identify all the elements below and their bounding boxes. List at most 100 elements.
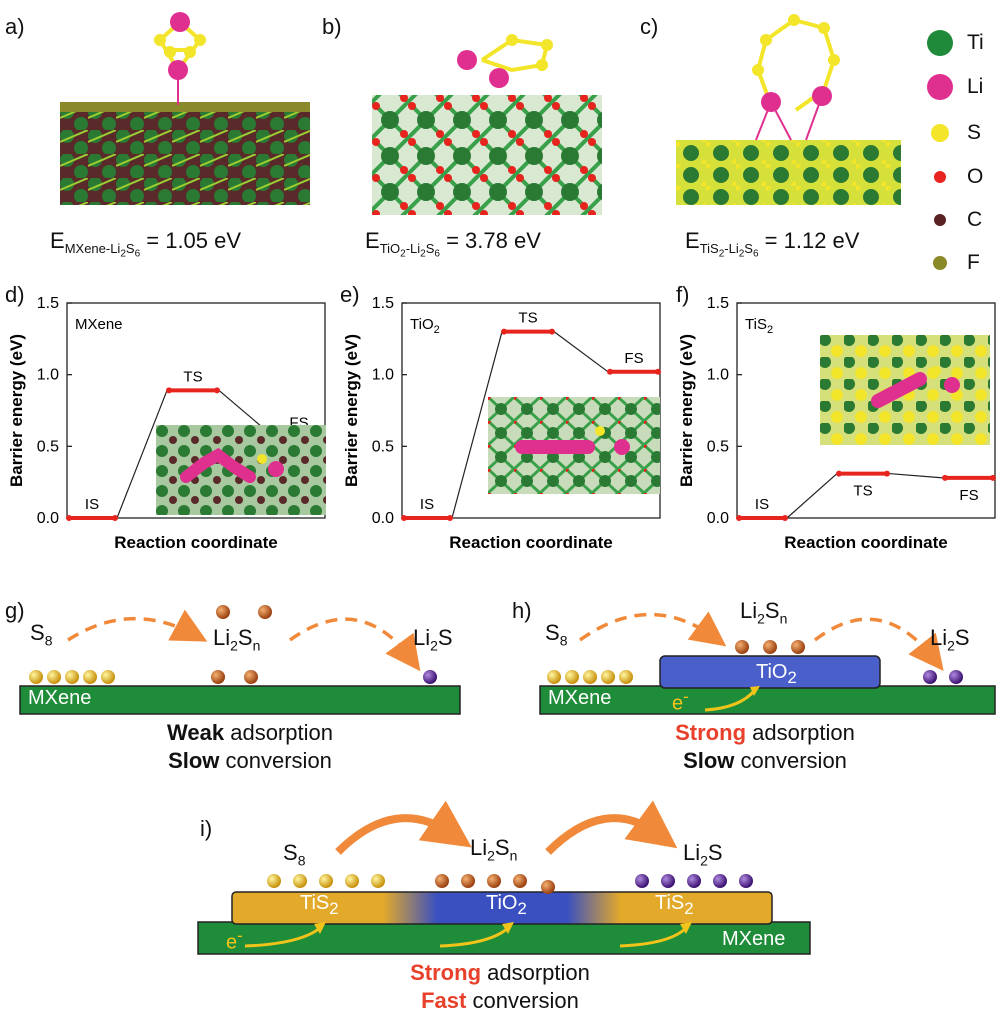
plot-frame bbox=[736, 302, 996, 519]
li2sn-label-g: Li2Sn bbox=[213, 625, 261, 654]
state-endpoint bbox=[447, 515, 453, 521]
state-endpoint bbox=[836, 470, 842, 477]
energy-label-tis2: ETiS2-Li2S6 = 1.12 eV bbox=[685, 228, 860, 260]
y-tick-label: 1.0 bbox=[37, 367, 59, 384]
legend-item-f: F bbox=[925, 248, 980, 278]
panel-label-h: h) bbox=[512, 598, 532, 623]
state-endpoint bbox=[782, 515, 788, 521]
connector-line bbox=[451, 331, 503, 519]
caption-i-line2: Fast conversion bbox=[421, 988, 579, 1013]
y-axis-label: Barrier energy (eV) bbox=[7, 334, 26, 487]
li2sn-label-h: Li2Sn bbox=[740, 598, 788, 627]
tis2-left-label-i: TiS2 bbox=[300, 892, 339, 918]
li2s-label-i: Li2S bbox=[683, 840, 723, 869]
panel-label-b: b) bbox=[322, 14, 342, 39]
state-endpoint bbox=[66, 515, 72, 521]
y-tick-label: 0.5 bbox=[37, 438, 59, 455]
panel-label-d: d) bbox=[5, 282, 25, 307]
legend-item-li: Li bbox=[925, 72, 983, 102]
panel-label-f: f) bbox=[676, 282, 690, 307]
mxene-diffusion-inset bbox=[156, 425, 326, 515]
tio2-layer-label-i: TiO2 bbox=[486, 892, 527, 918]
legend-label: O bbox=[967, 165, 984, 188]
state-label-fs: FS bbox=[624, 350, 643, 367]
li-atom-icon bbox=[927, 74, 953, 100]
mxene-substrate-label-h: MXene bbox=[548, 687, 612, 709]
electron-label-h: e- bbox=[672, 687, 689, 715]
panel-label-a: a) bbox=[5, 14, 25, 39]
y-axis-label: Barrier energy (eV) bbox=[342, 334, 361, 487]
state-endpoint bbox=[549, 328, 555, 335]
y-tick-label: 1.0 bbox=[707, 367, 729, 384]
tis2-diffusion-inset bbox=[820, 335, 990, 445]
energy-label-tio2: ETiO2-Li2S6 = 3.78 eV bbox=[365, 228, 541, 260]
y-tick-label: 1.5 bbox=[707, 295, 729, 312]
state-label-ts: TS bbox=[518, 310, 537, 327]
y-tick-label: 0.5 bbox=[372, 438, 394, 455]
li2sn-label-i: Li2Sn bbox=[470, 835, 518, 864]
legend-item-o: O bbox=[925, 162, 983, 192]
state-endpoint bbox=[401, 515, 407, 521]
tis2-right-label-i: TiS2 bbox=[655, 892, 694, 918]
panel-label-i: i) bbox=[200, 816, 213, 841]
connector-line bbox=[116, 390, 168, 519]
s8-label-g: S8 bbox=[30, 620, 53, 649]
state-endpoint bbox=[214, 387, 220, 394]
legend-item-s: S bbox=[925, 118, 981, 148]
y-tick-label: 0.0 bbox=[707, 510, 729, 527]
s8-label-i: S8 bbox=[283, 840, 306, 869]
caption-i-line1: Strong adsorption bbox=[410, 960, 590, 985]
legend-item-ti: Ti bbox=[925, 28, 984, 58]
connector-line bbox=[786, 473, 838, 519]
state-endpoint bbox=[112, 515, 118, 521]
s8-label-h: S8 bbox=[545, 620, 568, 649]
li2s-label-g: Li2S bbox=[413, 625, 453, 654]
tio2-diffusion-inset bbox=[488, 397, 660, 494]
mxene-substrate-label-i: MXene bbox=[722, 928, 786, 950]
state-label-is: IS bbox=[755, 496, 769, 513]
y-tick-label: 0.0 bbox=[372, 510, 394, 527]
state-label-ts: TS bbox=[853, 483, 872, 500]
panel-label-e: e) bbox=[340, 282, 360, 307]
state-endpoint bbox=[884, 470, 890, 477]
x-axis-label: Reaction coordinate bbox=[114, 533, 277, 552]
material-label: MXene bbox=[75, 316, 123, 333]
y-tick-label: 1.5 bbox=[372, 295, 394, 312]
material-label: TiO2 bbox=[410, 316, 440, 336]
caption-h-line2: Slow conversion bbox=[683, 748, 847, 773]
legend-label: C bbox=[967, 208, 983, 231]
f-atom-icon bbox=[933, 256, 947, 270]
plot-frame bbox=[401, 302, 661, 519]
c-atom-icon bbox=[934, 214, 946, 226]
x-axis-label: Reaction coordinate bbox=[449, 533, 612, 552]
electron-label-i: e- bbox=[226, 926, 243, 954]
legend-label: F bbox=[967, 251, 980, 274]
material-label: TiS2 bbox=[745, 316, 773, 336]
s-atom-icon bbox=[931, 124, 949, 142]
panel-label-c: c) bbox=[640, 14, 659, 39]
o-atom-icon bbox=[934, 171, 946, 183]
tio2-layer-label-h: TiO2 bbox=[756, 661, 797, 687]
mxene-li2s6-structure bbox=[60, 12, 310, 205]
y-tick-label: 0.5 bbox=[707, 438, 729, 455]
state-label-is: IS bbox=[85, 496, 99, 513]
legend-label: Ti bbox=[967, 31, 984, 54]
panel-label-g: g) bbox=[5, 598, 25, 623]
state-endpoint bbox=[990, 474, 996, 481]
legend-label: S bbox=[967, 121, 982, 144]
connector-line bbox=[888, 472, 944, 479]
y-tick-label: 1.5 bbox=[37, 295, 59, 312]
x-axis-label: Reaction coordinate bbox=[784, 533, 947, 552]
y-tick-label: 0.0 bbox=[37, 510, 59, 527]
energy-label-mxene: EMXene-Li2S6 = 1.05 eV bbox=[50, 228, 242, 260]
tio2-li2s6-structure bbox=[372, 34, 602, 215]
tis2-li2s6-structure bbox=[676, 14, 901, 205]
state-endpoint bbox=[655, 368, 661, 375]
connector-line bbox=[553, 331, 609, 373]
plot-frame bbox=[66, 302, 326, 519]
state-label-is: IS bbox=[420, 496, 434, 513]
legend-item-c: C bbox=[925, 205, 982, 235]
